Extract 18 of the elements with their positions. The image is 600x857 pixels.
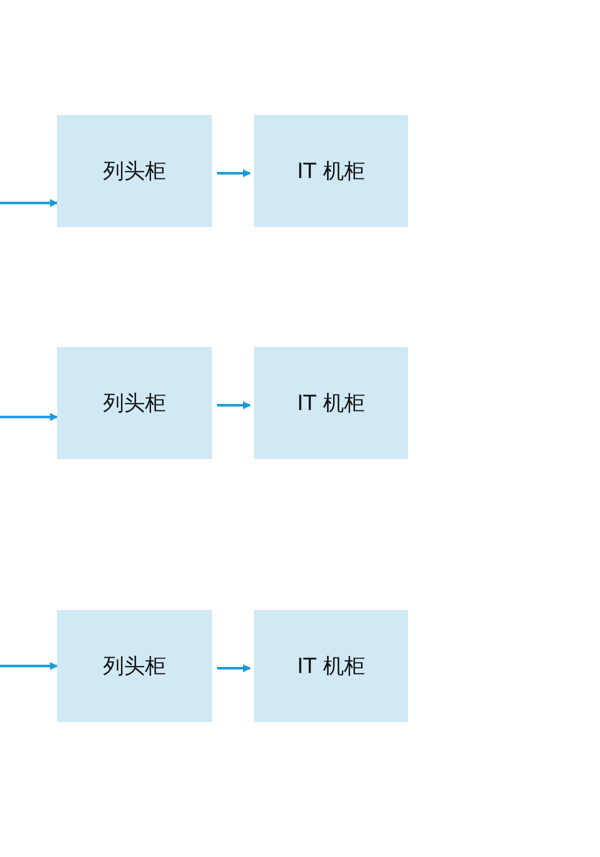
box-label: 列头柜 <box>103 390 166 417</box>
box-label: IT 机柜 <box>297 653 365 680</box>
process-box <box>254 115 408 227</box>
box-label: 列头柜 <box>103 158 166 185</box>
arrow <box>217 664 251 672</box>
arrow <box>0 199 58 207</box>
box-label: IT 机柜 <box>297 158 365 185</box>
process-box <box>254 347 408 459</box>
arrow <box>217 401 251 410</box>
box-label: 列头柜 <box>103 653 166 680</box>
arrow <box>217 169 251 178</box>
box-label: IT 机柜 <box>297 390 365 417</box>
arrow <box>0 662 58 670</box>
process-box <box>57 115 212 227</box>
process-box <box>57 610 212 722</box>
process-box <box>57 347 212 459</box>
arrow <box>0 413 58 421</box>
process-box <box>254 610 408 722</box>
